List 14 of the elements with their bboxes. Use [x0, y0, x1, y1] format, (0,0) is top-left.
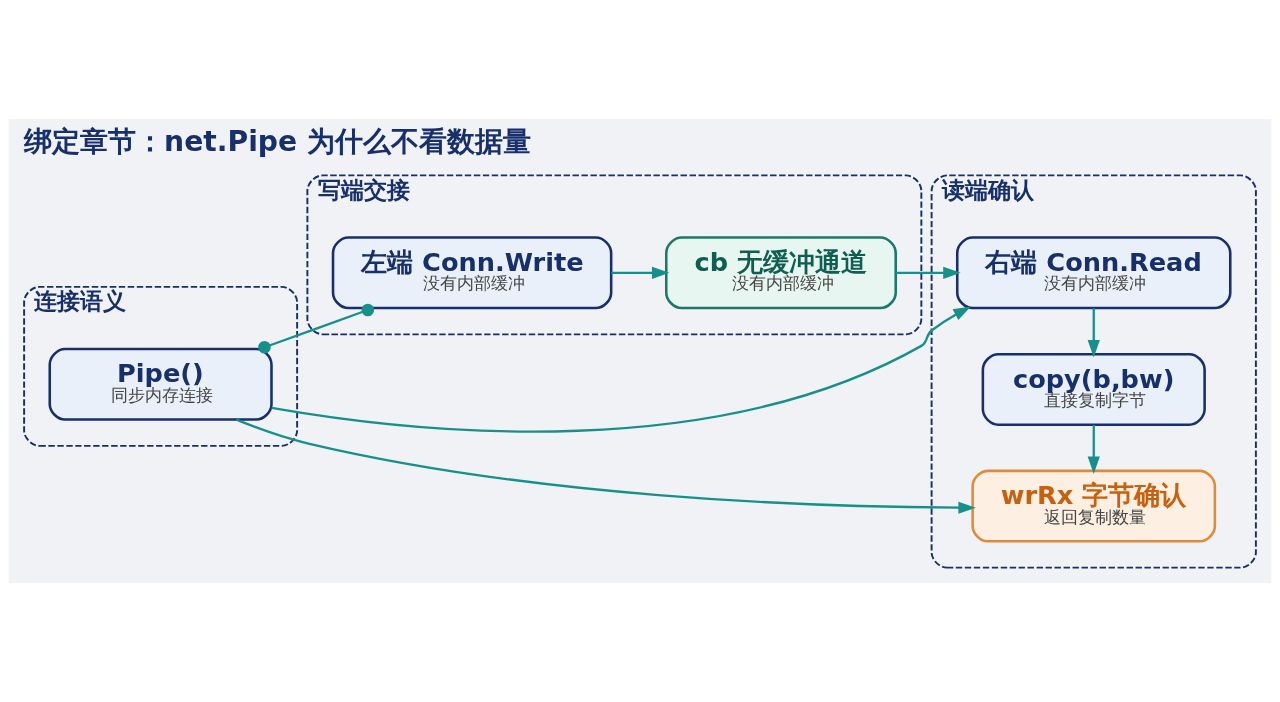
arrow [271, 306, 971, 433]
arrow [611, 266, 670, 279]
arrow [235, 418, 976, 514]
node-box: cb 无缓冲通道 没有内部缓冲 [665, 236, 897, 310]
arrow [1087, 308, 1100, 358]
node-box: Pipe() 同步内存连接 [48, 347, 273, 421]
arrow [896, 266, 961, 279]
node-box: 右端 Conn.Read 没有内部缓冲 [955, 236, 1232, 310]
node-box: copy(b,bw) 直接复制字节 [981, 352, 1206, 426]
node-box: 左端 Conn.Write 没有内部缓冲 [331, 236, 613, 310]
diagram-title: 绑定章节：net.Pipe 为什么不看数据量 [24, 124, 531, 158]
arrow [1087, 424, 1100, 475]
connector [258, 303, 375, 354]
node-box: wrRx 字节确认 返回复制数量 [971, 469, 1217, 543]
